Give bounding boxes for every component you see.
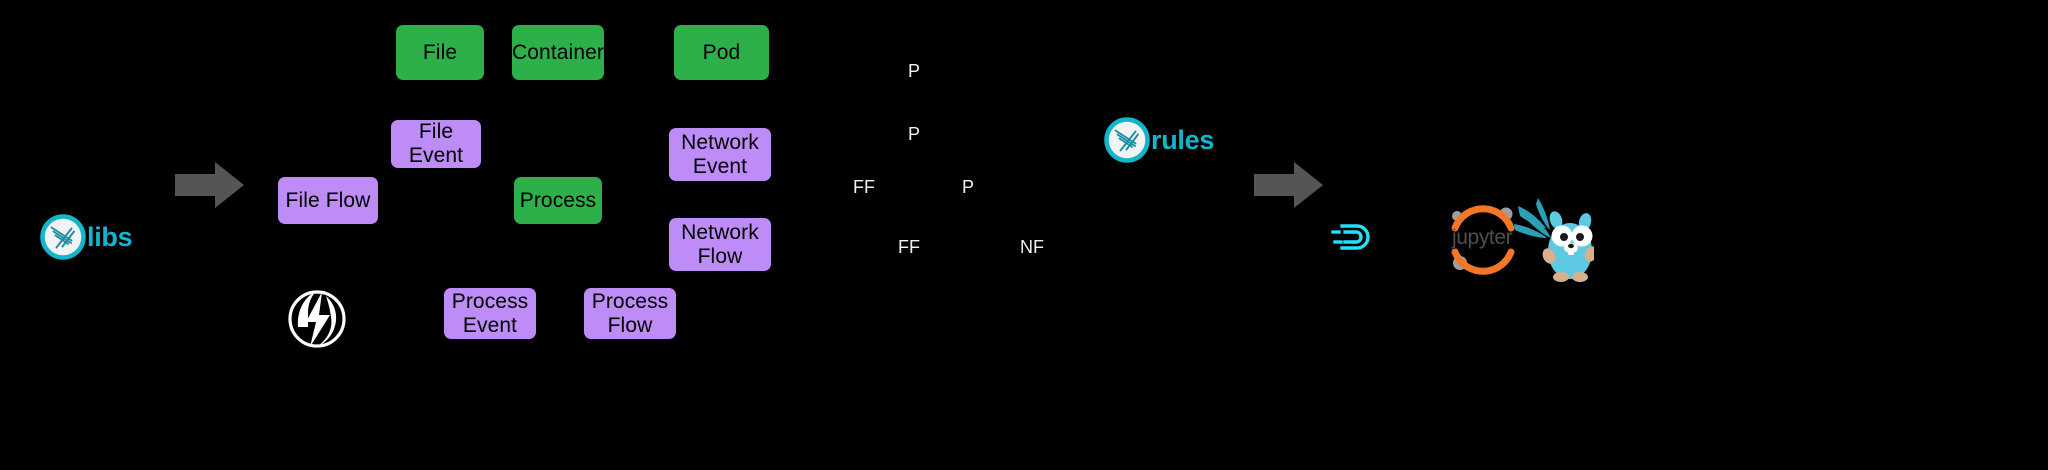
event-box-network-flow[interactable]: Network Flow (669, 218, 771, 271)
event-label: File Event (408, 120, 464, 167)
event-label: Process Flow (591, 289, 669, 337)
event-label: Network Flow (681, 220, 759, 268)
sysflow-rules-logo: rules (1104, 117, 1214, 163)
graph-node-label: P (908, 124, 921, 144)
entity-label: Pod (702, 40, 741, 64)
jupyter-icon[interactable] (1444, 200, 1522, 278)
sysflow-libs-logo: libs (40, 214, 133, 260)
go-gopher-icon[interactable] (1512, 196, 1594, 282)
event-box-file-event[interactable]: File Event (391, 120, 481, 168)
arrow-right-icon (175, 162, 244, 208)
graph-node-label: FF (898, 237, 920, 257)
event-label: Network Event (681, 130, 759, 178)
event-label: File Flow (285, 188, 371, 212)
falco-logo-icon (288, 290, 346, 348)
arrow-right-icon (1254, 162, 1323, 208)
event-box-process-flow[interactable]: Process Flow (584, 288, 676, 339)
dash-cyan-icon[interactable] (1330, 213, 1378, 261)
entity-box-process[interactable]: Process (514, 177, 602, 224)
entity-box-container[interactable]: Container (512, 25, 604, 80)
graph-node-label: P (962, 177, 975, 197)
sysflow-libs-label: libs (87, 221, 133, 252)
jupyter-wordmark: jupyter (1452, 226, 1513, 249)
entity-box-file[interactable]: File (396, 25, 484, 80)
entity-label: Process (519, 188, 597, 212)
sysflow-rules-label: rules (1151, 124, 1215, 155)
event-label: Process Event (451, 289, 529, 337)
entity-box-pod[interactable]: Pod (674, 25, 769, 80)
sysflow-mark-icon (1104, 117, 1150, 163)
entity-label: Container (512, 40, 604, 64)
graph-node-label: FF (853, 177, 875, 197)
graph-node-label: NF (1020, 237, 1044, 257)
sysflow-mark-icon (40, 214, 86, 260)
event-box-process-event[interactable]: Process Event (444, 288, 536, 339)
event-box-file-flow[interactable]: File Flow (278, 177, 378, 224)
entity-label: File (422, 40, 458, 64)
event-box-network-event[interactable]: Network Event (669, 128, 771, 181)
graph-node-label: P (908, 61, 921, 81)
